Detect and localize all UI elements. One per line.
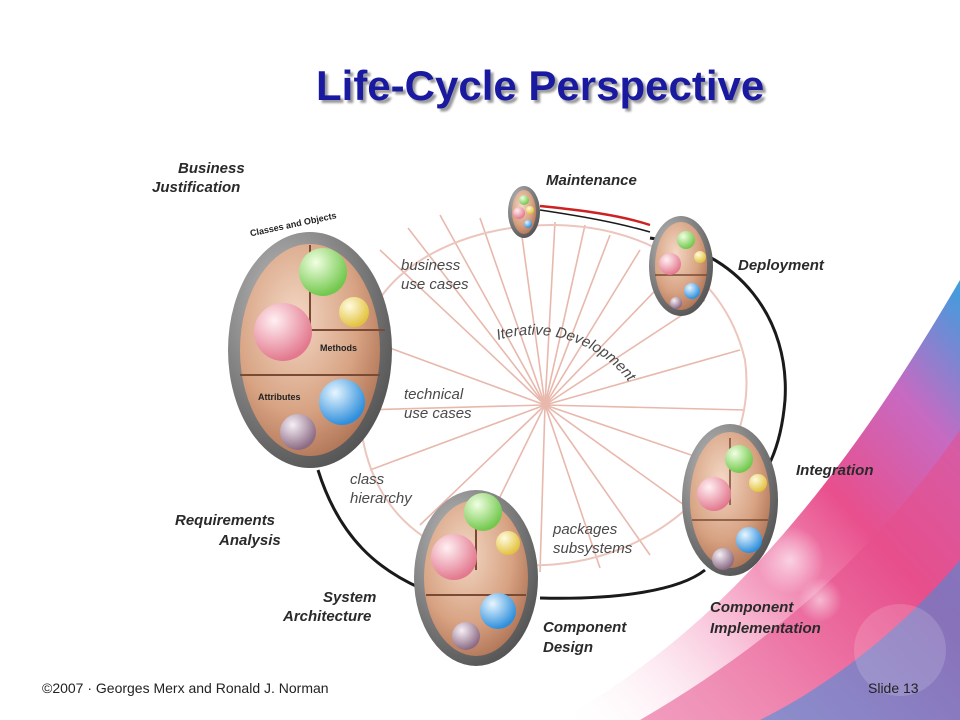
attributes-label: Attributes <box>258 392 301 402</box>
stage-labels: Business Justification Maintenance Deplo… <box>152 160 874 656</box>
integration-label: Integration <box>796 462 874 479</box>
blue-attribute-ball <box>319 379 365 425</box>
pink-object-ball <box>254 303 312 361</box>
component-design-line1: Component <box>543 619 627 636</box>
inner-labels: business use cases technical use cases c… <box>350 257 633 557</box>
packages-subsystems-line1: packages <box>552 521 618 538</box>
footer-copyright: ©2007 · Georges Merx and Ronald J. Norma… <box>42 680 329 696</box>
cycle-arrow-implementation-to-design <box>539 568 706 600</box>
class-hierarchy-line1: class <box>350 471 385 488</box>
deployment-label: Deployment <box>738 257 825 274</box>
footer-slide-number: Slide 13 <box>868 680 919 696</box>
system-architecture-line2: Architecture <box>282 608 371 625</box>
integration-egg <box>682 424 778 576</box>
slide-title: Life-Cycle Perspective <box>316 62 765 109</box>
business-use-cases-line2: use cases <box>401 276 469 293</box>
maintenance-arrow-shadow <box>539 209 651 233</box>
mauve-attribute-ball <box>280 414 316 450</box>
technical-use-cases-line1: technical <box>404 386 464 403</box>
requirements-egg: Methods Attributes Classes and Objects <box>228 210 392 468</box>
component-implementation-line1: Component <box>710 599 794 616</box>
business-label-line2: Justification <box>152 179 240 196</box>
methods-label: Methods <box>320 343 357 353</box>
maintenance-arrow <box>539 204 651 227</box>
class-hierarchy-line2: hierarchy <box>350 490 413 507</box>
component-implementation-line2: Implementation <box>710 620 821 637</box>
component-design-line2: Design <box>543 639 593 656</box>
deployment-egg <box>649 216 713 316</box>
green-object-ball <box>299 248 347 296</box>
component-design-egg <box>414 490 538 666</box>
maintenance-label: Maintenance <box>546 172 637 189</box>
requirements-analysis-line2: Analysis <box>218 532 281 549</box>
packages-subsystems-line2: subsystems <box>553 540 633 557</box>
maintenance-egg <box>508 186 540 238</box>
cycle-arrow-design-to-requirements <box>316 469 421 590</box>
system-architecture-line1: System <box>323 589 376 606</box>
business-label-line1: Business <box>178 160 245 177</box>
business-use-cases-line1: business <box>401 257 461 274</box>
technical-use-cases-line2: use cases <box>404 405 472 422</box>
requirements-analysis-line1: Requirements <box>175 512 275 529</box>
yellow-object-ball <box>339 297 369 327</box>
